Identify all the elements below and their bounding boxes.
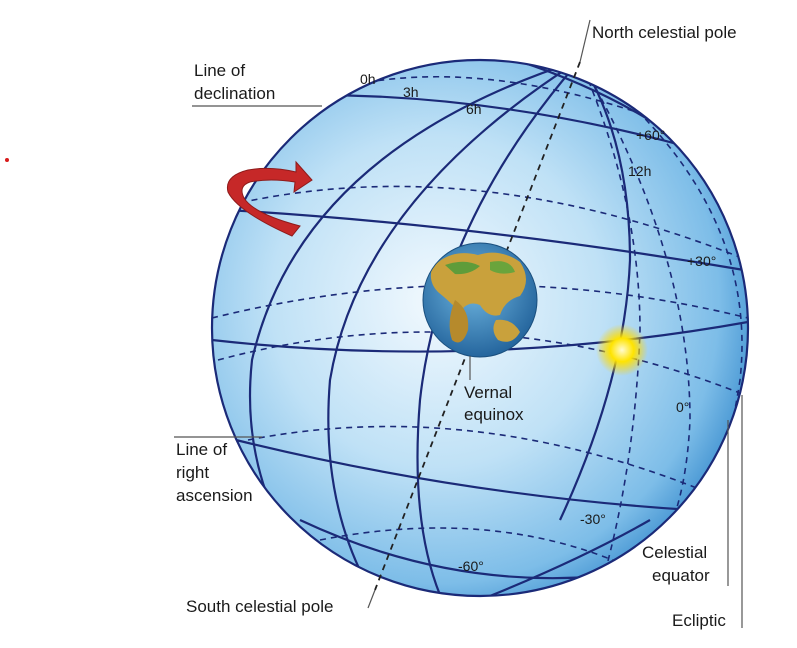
right-ascension-label-3: ascension (176, 486, 253, 505)
declination-back-30 (229, 185, 743, 259)
meridian-front-12h (559, 60, 632, 521)
sun-icon (596, 324, 648, 376)
ecliptic-back (212, 284, 748, 319)
meridian-front-3h (327, 60, 581, 591)
north-pole-leader (579, 19, 591, 63)
line-of-declination-label-2: declination (194, 84, 275, 103)
declination-back-m30 (247, 425, 727, 501)
sphere-outline (210, 58, 750, 598)
declination-label-0: 0° (676, 399, 689, 415)
declination-label-minus30: -30° (580, 511, 606, 527)
declination-label-plus60: +60° (636, 127, 665, 143)
red-dot-mark (5, 158, 9, 162)
hour-label-0h: 0h (360, 71, 376, 87)
vernal-equinox-label-2: equinox (464, 405, 524, 424)
hour-label-3h: 3h (403, 84, 419, 100)
declination-back-m60 (319, 527, 641, 573)
meridian-back-2 (579, 60, 743, 531)
declination-label-plus30: +30° (687, 253, 716, 269)
celestial-equator-label-2: equator (652, 566, 710, 585)
hour-label-12h: 12h (628, 163, 651, 179)
meridian-front-b (479, 519, 651, 596)
declination-label-minus60: -60° (458, 558, 484, 574)
right-ascension-label-1: Line of (176, 440, 227, 459)
right-ascension-label-2: right (176, 463, 209, 482)
vernal-equinox-label-1: Vernal (464, 383, 512, 402)
rotation-arrow-icon (226, 160, 313, 237)
south-pole-label: South celestial pole (186, 597, 333, 616)
hour-label-6h: 6h (466, 101, 482, 117)
south-pole-leader (367, 589, 376, 609)
meridian-front-6h (416, 60, 581, 596)
meridian-back-1 (579, 60, 691, 576)
ecliptic-label: Ecliptic (672, 611, 726, 630)
celestial-equator-label-1: Celestial (642, 543, 707, 562)
line-of-declination-label-1: Line of (194, 61, 245, 80)
declination-front-60 (313, 93, 693, 150)
earth-icon (422, 242, 538, 358)
declination-front-m30 (235, 438, 729, 514)
meridian-back-3 (579, 60, 641, 591)
north-pole-label: North celestial pole (592, 23, 737, 42)
declination-front-30 (227, 208, 745, 272)
